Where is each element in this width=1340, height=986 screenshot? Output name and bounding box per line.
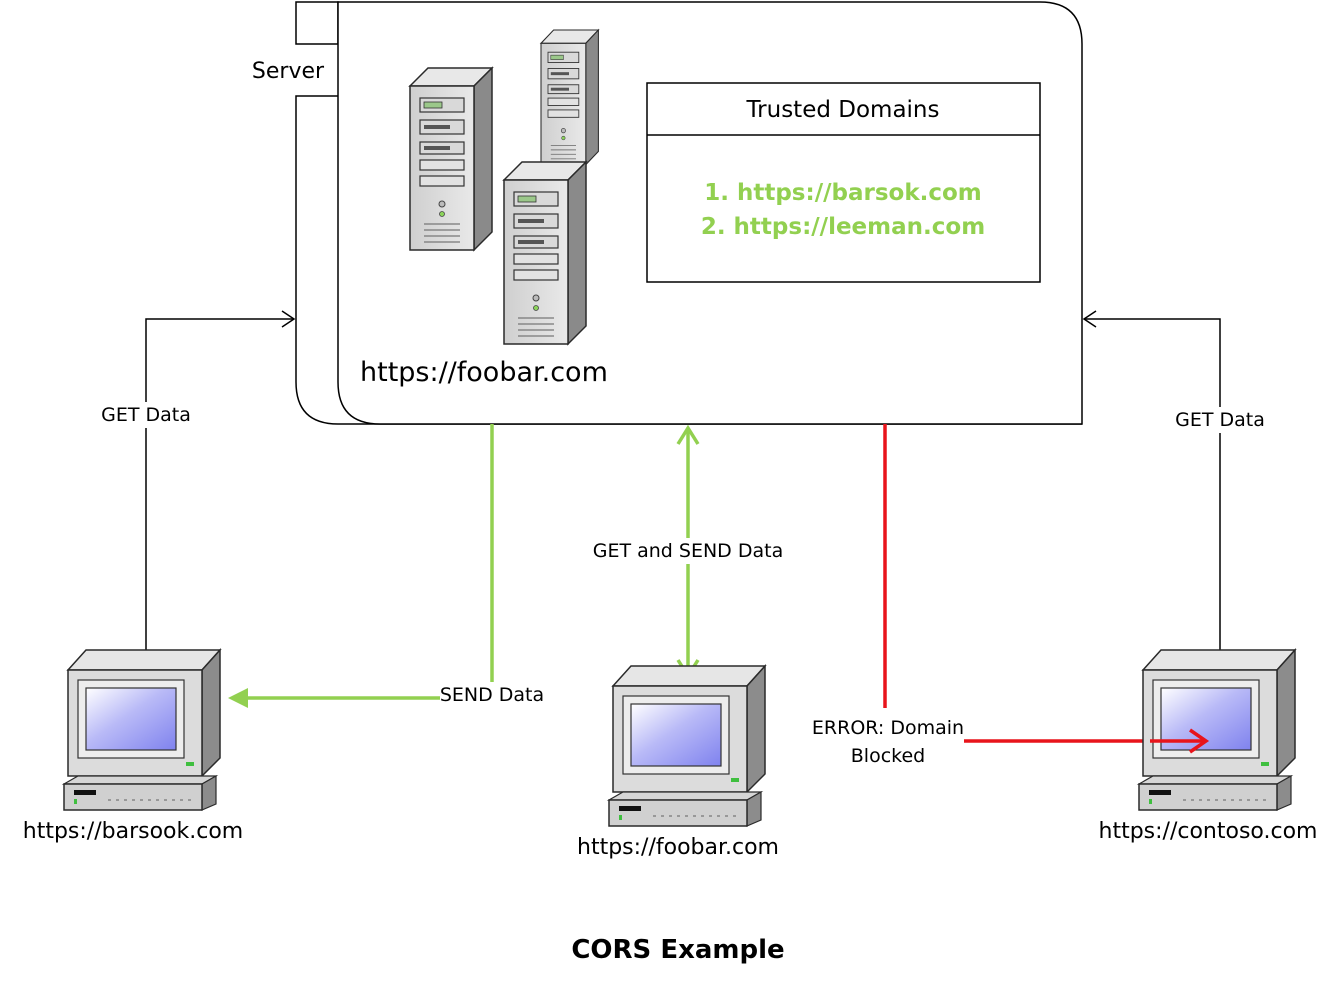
error-label: Blocked	[851, 745, 925, 767]
client-computer-icon	[1138, 649, 1296, 811]
client-computer-icon	[63, 649, 221, 811]
error-arrow-head	[1189, 728, 1210, 754]
client-barsook-url: https://barsook.com	[23, 819, 243, 844]
server-label: Server	[252, 59, 325, 84]
trusted-domains-box	[646, 82, 1041, 283]
trusted-domain-item: 1. https://barsok.com	[704, 180, 982, 206]
client-contoso-url: https://contoso.com	[1099, 819, 1318, 844]
server-url: https://foobar.com	[360, 357, 608, 388]
client-foobar-url: https://foobar.com	[577, 835, 779, 860]
right-get-connector	[1082, 310, 1221, 660]
server-tower-icon	[503, 161, 587, 345]
diagram-caption: CORS Example	[571, 935, 784, 965]
server-tower-icon	[409, 67, 493, 251]
left-get-connector	[145, 310, 296, 660]
right-get-label: GET Data	[1175, 409, 1265, 431]
error-label: ERROR: Domain	[812, 717, 964, 739]
client-computer-icon	[608, 665, 766, 827]
server-tower-icon	[540, 29, 599, 166]
get-and-send-label: GET and SEND Data	[593, 540, 783, 562]
trusted-domains-title: Trusted Domains	[746, 97, 940, 123]
send-connector	[228, 424, 494, 708]
trusted-domain-item: 2. https://leeman.com	[701, 214, 985, 240]
left-get-label: GET Data	[101, 404, 191, 426]
send-label: SEND Data	[440, 684, 544, 706]
